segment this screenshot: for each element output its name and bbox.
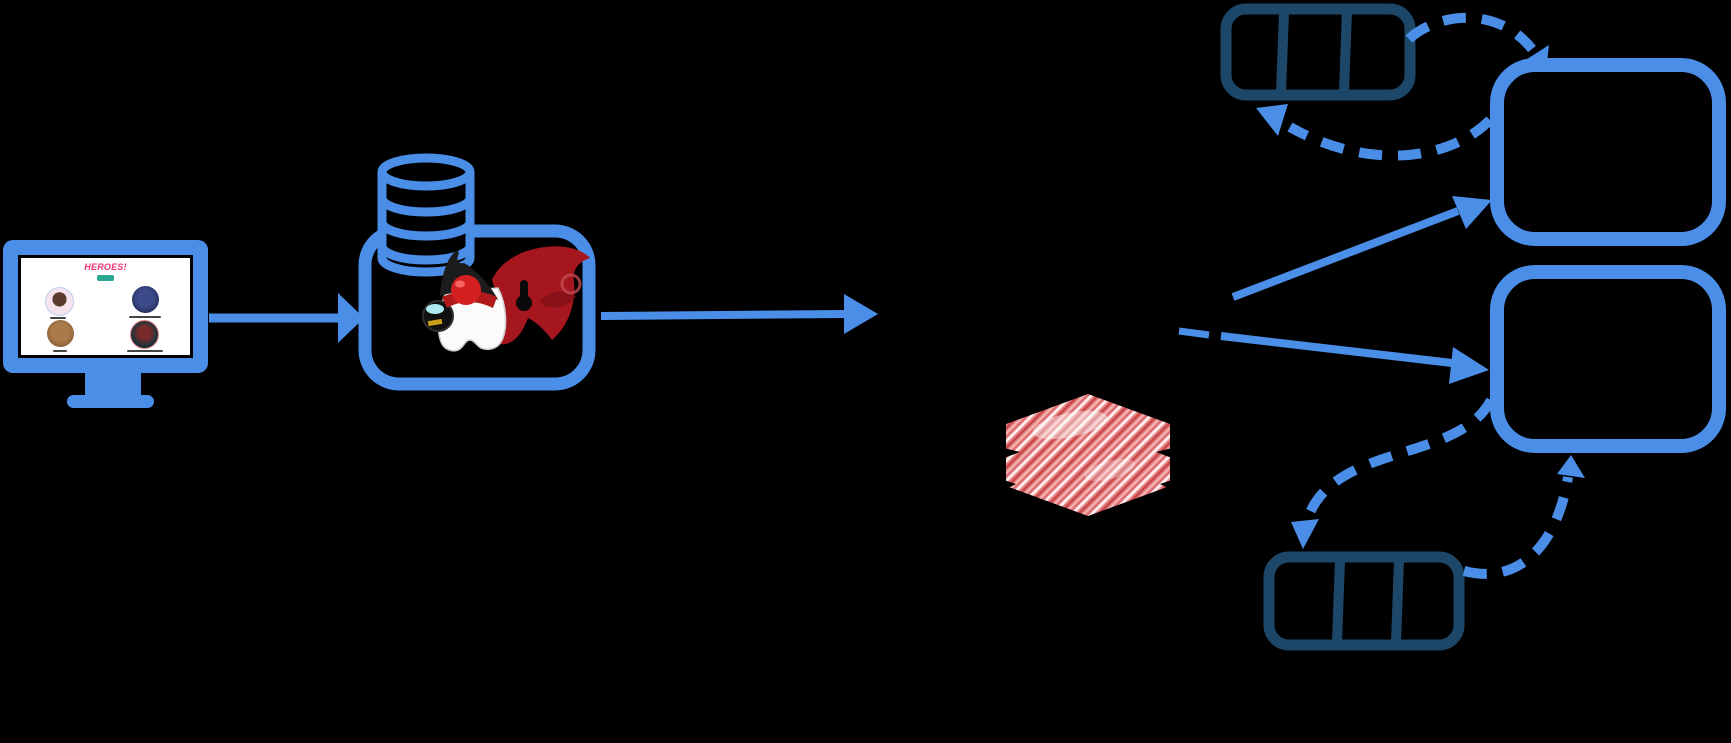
topic-box-bottom xyxy=(1263,551,1465,651)
heroes-page-title: HEROES! xyxy=(84,262,127,272)
arrow-java-to-center xyxy=(600,294,878,334)
arrow-center-to-top-service xyxy=(1231,196,1492,301)
hero-avatar-1 xyxy=(45,287,74,316)
duke-thumb xyxy=(520,280,528,300)
dashed-arrow-bottomtopic-to-bottomservice xyxy=(1462,455,1585,579)
heroes-webpage: HEROES! xyxy=(21,258,190,355)
monitor-stand-base xyxy=(67,395,154,408)
hero-caption-2 xyxy=(129,316,161,318)
topic-box-top xyxy=(1220,3,1416,101)
dashed-arrow-toptopic-to-topservice xyxy=(1405,12,1549,71)
dashed-arrow-topservice-to-toptopic xyxy=(1256,104,1494,161)
hero-avatar-3 xyxy=(47,320,74,347)
monitor-icon: HEROES! xyxy=(3,240,208,373)
monitor-bezel: HEROES! xyxy=(18,255,193,358)
java-service-box xyxy=(358,224,596,391)
duke-cape xyxy=(492,246,590,345)
hero-avatar-4 xyxy=(130,320,159,349)
arrow-monitor-to-java xyxy=(209,293,364,343)
dashed-arrow-bottomservice-to-bottomtopic xyxy=(1291,397,1496,549)
hero-caption-3 xyxy=(53,350,67,352)
duke-nose xyxy=(451,275,481,305)
arrow-center-to-bottom-service xyxy=(1178,327,1489,384)
hero-avatar-2 xyxy=(132,286,159,313)
heroes-page-button xyxy=(97,275,114,281)
red-cube-icon xyxy=(1004,394,1172,516)
java-duke-icon xyxy=(422,246,590,352)
service-box-bottom xyxy=(1490,265,1726,453)
hero-caption-4 xyxy=(127,350,163,352)
hero-caption-1 xyxy=(50,317,66,319)
database-icon xyxy=(377,153,475,277)
service-box-top xyxy=(1490,58,1726,246)
monitor-stand-neck xyxy=(85,371,141,397)
